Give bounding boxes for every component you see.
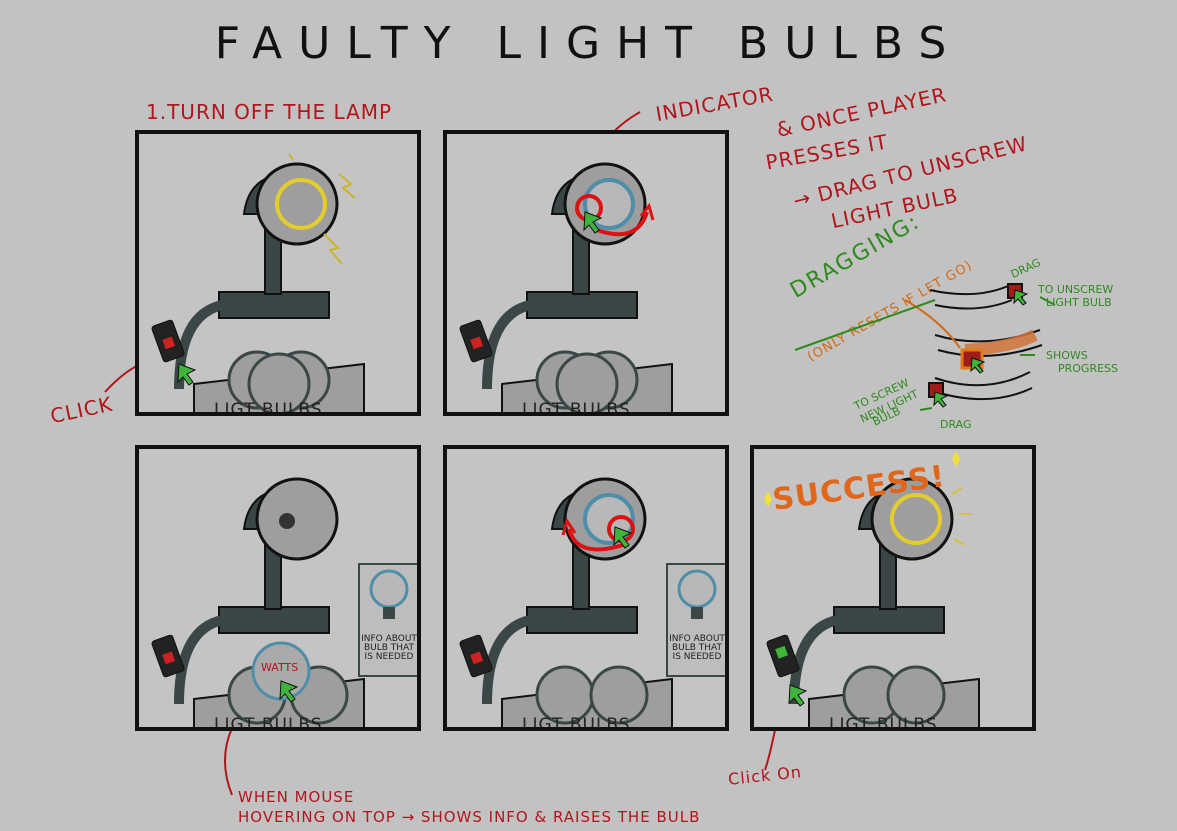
- hover-note-1: WHEN MOUSE: [238, 788, 355, 806]
- box-label: LIGT BULBS: [214, 400, 323, 416]
- box-label: LIGT BULBS: [522, 400, 631, 416]
- info-card-text: INFO ABOUT BULB THAT IS NEEDED: [669, 634, 725, 662]
- box-label: LIGT BULBS: [829, 715, 938, 731]
- cursor-icon: [177, 363, 197, 386]
- step1-label: 1.TURN OFF THE LAMP: [146, 100, 393, 124]
- panel-2-indicator: LIGT BULBS: [443, 130, 729, 416]
- cursor-icon: [279, 680, 299, 703]
- cursor-icon: [613, 526, 633, 549]
- lamp-scene: [764, 451, 980, 727]
- panel-1-lamp-on: LIGT BULBS: [135, 130, 421, 416]
- box-label: LIGT BULBS: [214, 715, 323, 731]
- panel-4-screw: INFO ABOUT BULB THAT IS NEEDED LIGT BULB…: [443, 445, 729, 731]
- drag-bottom-label: DRAG: [940, 418, 972, 431]
- hover-note-2: HOVERING ON TOP → SHOWS INFO & RAISES TH…: [238, 808, 701, 826]
- bulb-on-icon: [890, 493, 942, 545]
- info-card-text: INFO ABOUT BULB THAT IS NEEDED: [361, 634, 417, 662]
- raised-bulb[interactable]: [251, 641, 311, 701]
- panel-3-hover-info: WATTS INFO ABOUT BULB THAT IS NEEDED LIG…: [135, 445, 421, 731]
- lamp-scene: [459, 162, 673, 412]
- unscrew-arrow-icon: [596, 211, 649, 237]
- bulb-on-icon: [275, 178, 327, 230]
- screw-arrow-icon: [567, 528, 624, 552]
- cursor-icon: [788, 684, 808, 707]
- page-title: FAULTY LIGHT BULBS: [214, 18, 963, 69]
- lamp-scene: [151, 477, 417, 727]
- bulb-info-icon: [369, 569, 409, 609]
- box-label: LIGT BULBS: [522, 715, 631, 731]
- shows-line1: SHOWS: [1046, 349, 1088, 362]
- sparkle-icon: [764, 491, 772, 507]
- sparkle-icon: [952, 451, 960, 467]
- panel-5-success: SUCCESS! LIGT BULBS: [750, 445, 1036, 731]
- unscrew-line1: TO UNSCREW: [1038, 283, 1114, 296]
- shows-line2: PROGRESS: [1058, 362, 1119, 375]
- lamp-scene: [459, 477, 725, 727]
- cursor-icon: [583, 211, 603, 234]
- unscrew-line2: LIGHT BULB: [1046, 296, 1112, 309]
- lamp-scene: [151, 153, 365, 412]
- watts-label: WATTS: [261, 661, 299, 674]
